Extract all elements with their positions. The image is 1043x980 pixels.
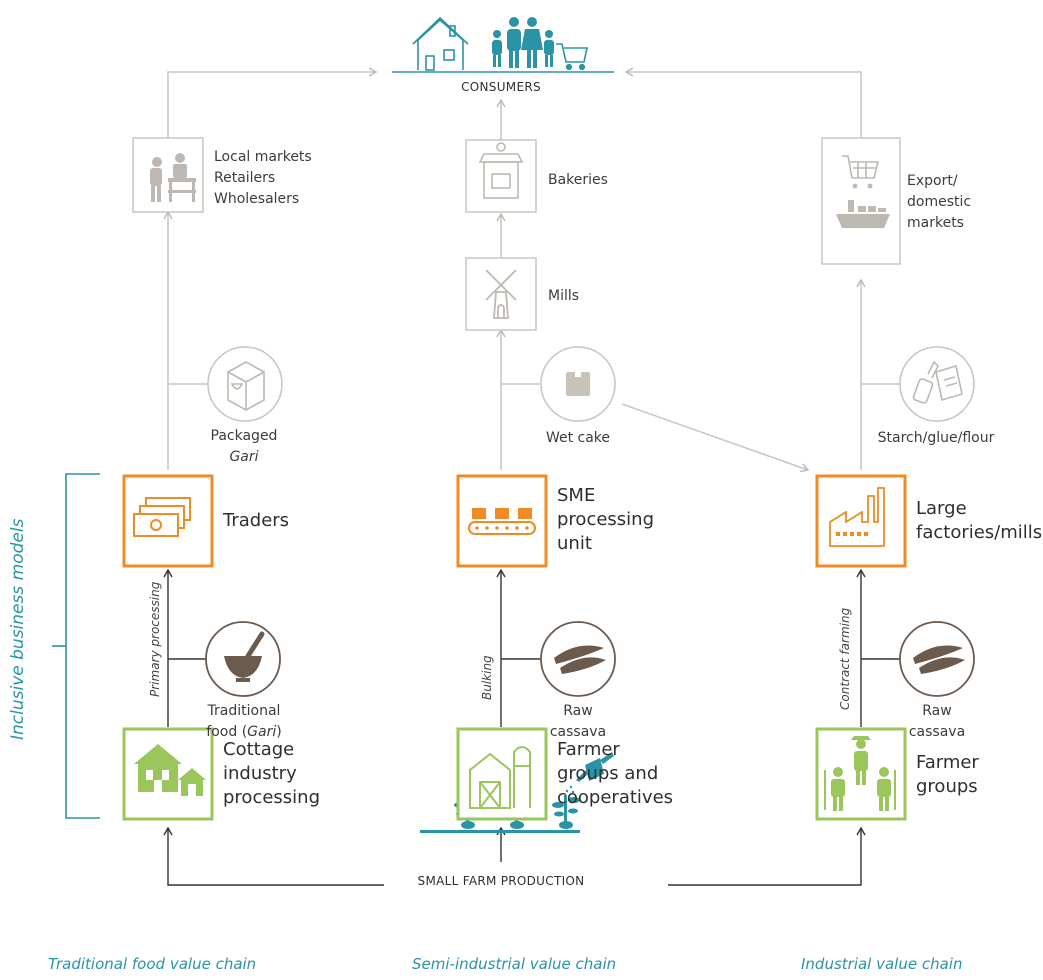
cottage-line-2: industry <box>223 763 297 784</box>
markets-box <box>132 137 204 213</box>
export-line-2: domestic <box>907 194 972 210</box>
export-ship-icon <box>836 183 890 228</box>
arrow-wetcake-to-factories <box>621 403 810 473</box>
markets-line-3: Wholesalers <box>214 191 300 207</box>
sme-line-1: SME <box>557 485 596 506</box>
house-icon <box>417 18 464 70</box>
industrial-chain-label: Industrial value chain <box>801 955 963 973</box>
windmill-icon <box>485 269 517 319</box>
houses-icon <box>134 744 206 796</box>
farmer-line-2: groups and <box>557 763 659 784</box>
arrow-production-to-farmer-groups <box>668 826 866 886</box>
cottage-line-3: processing <box>223 787 321 808</box>
inclusive-business-label: Inclusive business models <box>8 518 28 740</box>
raw3-line-2: cassava <box>908 724 966 740</box>
wetcake-label: Wet cake <box>545 430 611 446</box>
raw-cassava-label-3: Raw cassava <box>897 701 977 743</box>
inclusive-bracket <box>65 473 100 819</box>
cart-icon <box>556 43 588 63</box>
mortar-pestle-icon <box>224 631 265 682</box>
markets-line-1: Local markets <box>214 149 312 165</box>
farmer-groups-label: Farmer groups <box>916 751 979 799</box>
factories-line-1: Large <box>916 498 967 519</box>
consumers-icons <box>392 16 614 73</box>
packaged-label: Packaged Gari <box>194 426 294 468</box>
family-icon <box>492 17 554 68</box>
cottage-label: Cottage industry processing <box>223 738 320 810</box>
sme-label: SME processing unit <box>557 484 654 556</box>
primary-processing-label: Primary processing <box>148 581 162 697</box>
raw3-line-1: Raw <box>922 703 952 719</box>
raw-line-1: Raw <box>563 703 593 719</box>
starch-circle <box>899 346 975 422</box>
markets-line-2: Retailers <box>214 170 276 186</box>
food-text: food ( <box>206 724 248 740</box>
arrow-export-to-consumers <box>624 67 862 138</box>
raw-cassava-circle <box>540 621 616 697</box>
barn-silo-icon <box>469 746 531 809</box>
bakeries-label: Bakeries <box>548 172 608 188</box>
traditional-food-label: Traditional food (Gari) <box>182 701 306 743</box>
packaged-line-2: Gari <box>229 449 259 465</box>
markets-label: Local markets Retailers Wholesalers <box>214 147 312 210</box>
fg-line-2: groups <box>916 776 978 797</box>
fg-line-1: Farmer <box>916 752 979 773</box>
food-gari: Gari <box>247 724 277 740</box>
export-line-3: markets <box>907 215 964 231</box>
farmer-coop-box <box>456 727 548 821</box>
factories-label: Large factories/mills <box>916 497 1042 545</box>
consumers-label: CONSUMERS <box>461 80 541 94</box>
bakeries-box <box>465 139 537 213</box>
sme-line-3: unit <box>557 533 592 554</box>
mills-label: Mills <box>548 288 580 304</box>
market-stall-icon <box>150 153 196 202</box>
farmer-coop-label: Farmer groups and cooperatives <box>557 738 673 810</box>
traditional-chain-label: Traditional food value chain <box>48 955 257 973</box>
wetcake-block-icon <box>566 372 590 396</box>
raw-cassava-circle <box>899 621 975 697</box>
watering-can-icon <box>565 752 614 794</box>
packaged-box-icon <box>227 361 265 411</box>
factories-box <box>815 474 907 568</box>
export-box <box>821 137 901 265</box>
production-label: SMALL FARM PRODUCTION <box>417 874 585 888</box>
conveyor-belt-icon <box>468 508 536 535</box>
factory-icon <box>829 487 885 547</box>
arrow-production-to-cottage <box>163 826 384 886</box>
seedling-icon <box>552 795 580 829</box>
food-line-2: food (Gari) <box>182 722 306 743</box>
bakery-icon <box>478 142 524 199</box>
starch-glue-flour-icon <box>912 360 963 404</box>
arrow-markets-to-consumers <box>167 67 378 138</box>
farmer-groups-box <box>815 727 907 821</box>
export-cart-icon <box>842 155 880 179</box>
traders-label: Traders <box>223 510 290 531</box>
cassava-root-icon <box>554 645 606 674</box>
factories-line-2: factories/mills <box>916 522 1043 543</box>
sme-line-2: processing <box>557 509 655 530</box>
farmer-line-3: cooperatives <box>557 787 674 808</box>
mills-box <box>465 257 537 331</box>
food-paren: ) <box>276 724 282 740</box>
farmers-icon <box>824 736 896 811</box>
contract-farming-label: Contract farming <box>838 607 852 710</box>
packaged-circle <box>207 346 283 422</box>
farmer-line-1: Farmer <box>557 739 620 760</box>
export-line-1: Export/ <box>907 173 958 189</box>
semi-chain-label: Semi-industrial value chain <box>412 955 617 973</box>
money-bills-icon <box>133 497 191 537</box>
export-label: Export/ domestic markets <box>907 171 971 234</box>
raw-cassava-label-2: Raw cassava <box>538 701 618 743</box>
starch-label: Starch/glue/flour <box>877 430 995 446</box>
packaged-line-1: Packaged <box>210 428 278 444</box>
cassava-root-icon <box>913 645 965 674</box>
food-line-1: Traditional <box>207 703 281 719</box>
cottage-line-1: Cottage <box>223 739 295 760</box>
raw-line-2: cassava <box>549 724 607 740</box>
bulking-label: Bulking <box>480 655 494 700</box>
